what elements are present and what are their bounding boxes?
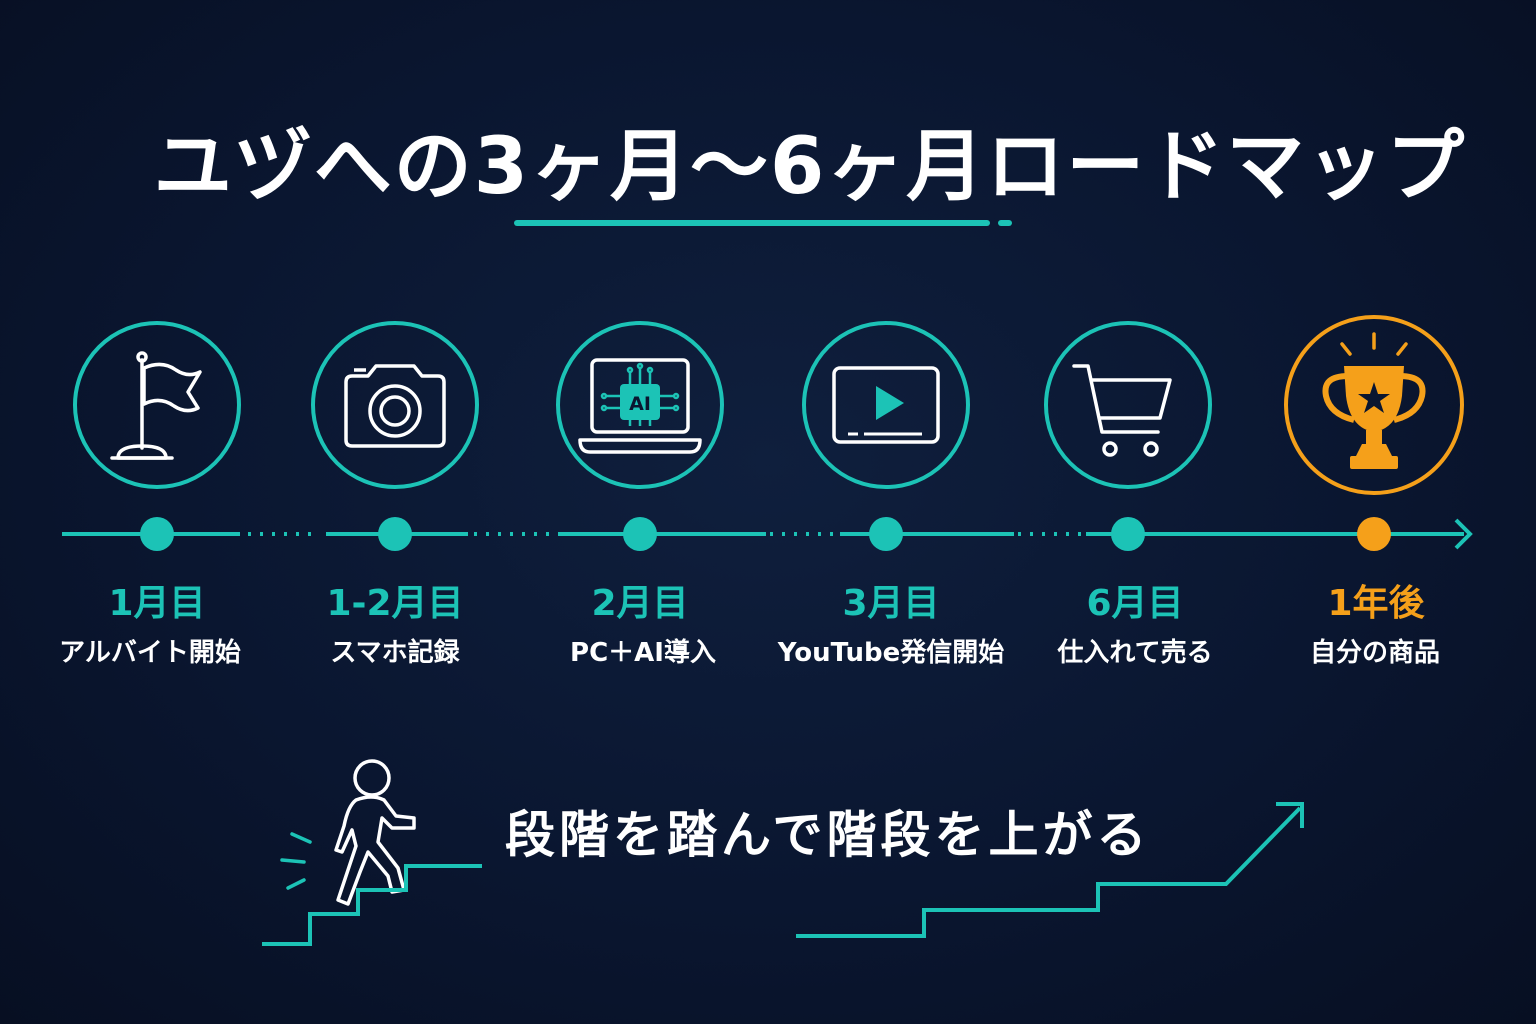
step-5-label: 仕入れて売る: [1057, 638, 1213, 668]
step-3-dot: [623, 517, 657, 551]
motion-lines-icon: [280, 832, 312, 890]
video-play-icon: [832, 366, 940, 444]
flag-icon: [110, 351, 202, 460]
timeline: [62, 518, 1473, 550]
ai-chip: [620, 384, 660, 420]
shopping-cart-icon: [1072, 364, 1172, 457]
step-3-period: 2月目: [591, 583, 689, 624]
step-5-circle: [1044, 321, 1212, 489]
step-1-circle: [73, 321, 241, 489]
step-5-dot: [1111, 517, 1145, 551]
ai-chip-label: AI: [629, 393, 651, 415]
step-6-node: [1284, 315, 1464, 551]
step-1-label: アルバイト開始: [59, 638, 241, 668]
step-6-period: 1年後: [1327, 583, 1425, 624]
step-4-label: YouTube発信開始: [777, 638, 1005, 668]
trophy-icon: [1322, 332, 1426, 469]
step-5-node: [1044, 321, 1212, 551]
step-3-label: PC＋AI導入: [570, 638, 716, 668]
step-2-label: スマホ記録: [330, 638, 460, 668]
step-1-period: 1月目: [108, 583, 206, 624]
step-2-period: 1-2月目: [326, 583, 464, 624]
step-2-dot: [378, 517, 412, 551]
step-6-label: 自分の商品: [1309, 638, 1440, 668]
step-5-period: 6月目: [1086, 583, 1184, 624]
step-6-dot: [1357, 517, 1391, 551]
timeline-arrow-head: [1454, 518, 1473, 550]
step-1-dot: [140, 517, 174, 551]
camera-icon: [344, 364, 446, 448]
ai-laptop-icon: AI: [578, 358, 702, 454]
step-4-node: [802, 321, 970, 551]
step-2-node: [311, 321, 479, 551]
step-3-node: AI: [556, 321, 724, 551]
step-4-period: 3月目: [842, 583, 940, 624]
step-6-circle: [1284, 315, 1464, 495]
page-title: ユヅへの3ヶ月〜6ヶ月ロードマップ: [153, 122, 1467, 212]
walking-person-icon: [334, 759, 416, 906]
growth-stairs-arrow-icon: [796, 802, 1304, 938]
step-4-circle: [802, 321, 970, 489]
left-stairs: [262, 864, 482, 946]
step-4-dot: [869, 517, 903, 551]
step-3-circle: [556, 321, 724, 489]
slogan: 段階を踏んで階段を上がる: [505, 806, 1151, 864]
step-2-circle: [311, 321, 479, 489]
step-1-node: [73, 321, 241, 551]
title-underline: [514, 220, 990, 226]
title-underline-dot: [998, 220, 1012, 226]
